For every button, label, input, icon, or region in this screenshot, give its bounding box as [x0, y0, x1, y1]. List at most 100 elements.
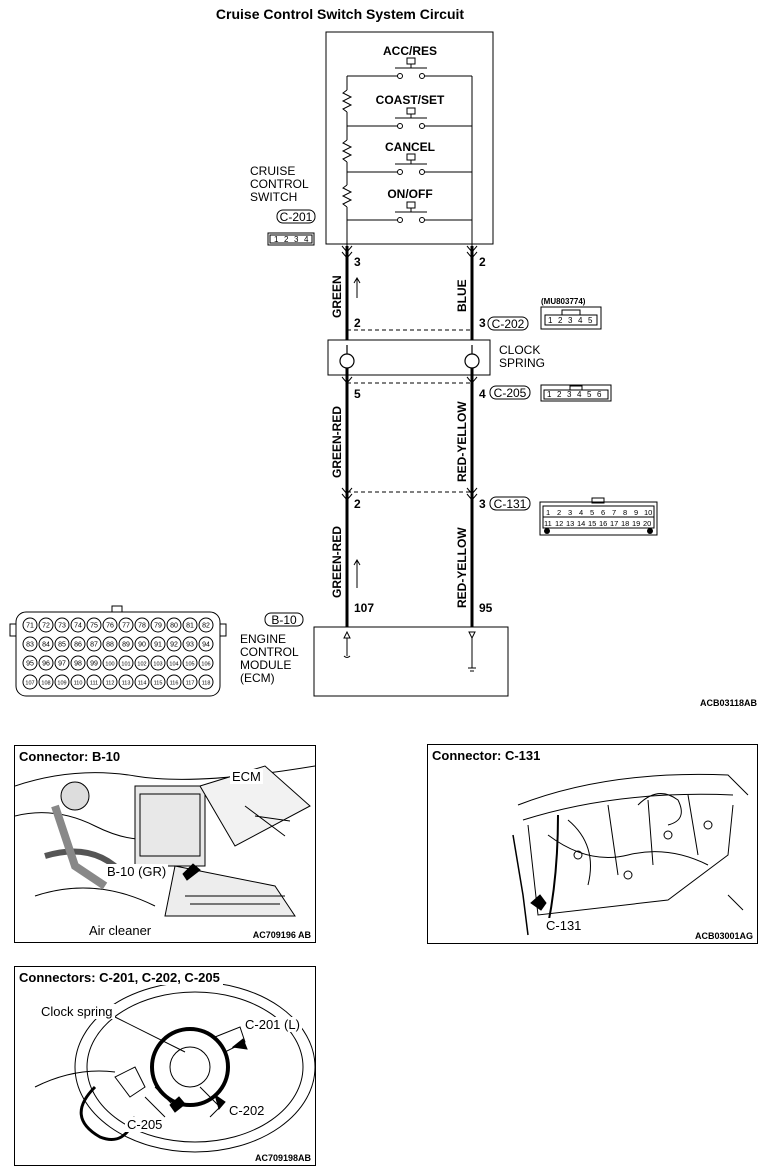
svg-text:2: 2 — [557, 508, 561, 517]
ecm-pin — [166, 674, 182, 690]
pin-ecm-left: 107 — [354, 601, 374, 615]
ecm-pin — [150, 636, 166, 652]
ecm-pin — [22, 674, 38, 690]
callout-b10-gr: B-10 (GR) — [105, 864, 169, 879]
ecm-pin-label: 105 — [185, 662, 194, 668]
ecm-pin — [182, 636, 198, 652]
ecm-internal-symbols — [343, 630, 476, 672]
ecm-pin-label: 110 — [74, 681, 83, 687]
c205-tag-label: C-205 — [494, 386, 527, 400]
ecm-pin — [70, 674, 86, 690]
ecm-pin — [86, 636, 102, 652]
ecm-pin-label: 81 — [186, 623, 194, 630]
panel-connector-b10: Connector: B-10 ECM B-10 (GR) Air cleane… — [14, 745, 316, 943]
svg-text:4: 4 — [304, 235, 309, 244]
ecm-pin-label: 99 — [90, 661, 98, 668]
c131-connector-face: 1 2 3 4 5 6 7 8 9 10 11 12 13 14 15 16 1… — [539, 497, 658, 536]
ecm-pin-label: 94 — [202, 642, 210, 649]
svg-text:1: 1 — [547, 390, 552, 399]
ecm-pin-label: 100 — [105, 662, 114, 668]
ecm-pin — [38, 674, 54, 690]
c202-tag-label: C-202 — [492, 317, 525, 331]
ecm-pin — [38, 655, 54, 671]
connector-chevrons — [341, 245, 478, 501]
ecm-pin — [38, 636, 54, 652]
c202-part-number: (MU803774) — [541, 297, 586, 306]
callout-c131: C-131 — [544, 918, 584, 933]
ecm-pin-label: 90 — [138, 642, 146, 649]
steering-wheel-illustration — [34, 981, 315, 1153]
ecm-pin — [102, 655, 118, 671]
svg-text:11: 11 — [544, 519, 552, 528]
ecm-pin — [70, 655, 86, 671]
ecm-pin-label: 101 — [121, 662, 130, 668]
ecm-pin-label: 78 — [138, 623, 146, 630]
svg-text:13: 13 — [566, 519, 574, 528]
ecm-pin — [166, 655, 182, 671]
wire-blue-label: BLUE — [455, 279, 469, 312]
svg-text:4: 4 — [578, 316, 583, 325]
switch-contacts — [395, 57, 427, 223]
ecm-pin — [86, 617, 102, 633]
ecm-pin-label: 98 — [74, 661, 82, 668]
ecm-pin-label: 84 — [42, 642, 50, 649]
callout-c201-l: C-201 (L) — [243, 1017, 302, 1032]
svg-text:10: 10 — [644, 508, 652, 517]
ecm-pin — [86, 655, 102, 671]
ecm-pin-label: 88 — [106, 642, 114, 649]
pin-c205-left: 5 — [354, 387, 361, 401]
diagram-title: Cruise Control Switch System Circuit — [215, 6, 465, 22]
c201-tag-label: C-201 — [280, 210, 313, 224]
switch-label-2: CONTROL — [250, 177, 309, 191]
ecm-pin — [118, 655, 134, 671]
ecm-pin — [198, 636, 214, 652]
svg-text:6: 6 — [601, 508, 605, 517]
panel-b10-title: Connector: B-10 — [19, 749, 124, 764]
ecm-pin-label: 109 — [57, 681, 66, 687]
wire-red-yellow-label-1: RED-YELLOW — [455, 401, 469, 482]
ecm-pin-label: 87 — [90, 642, 98, 649]
svg-text:4: 4 — [577, 390, 582, 399]
ecm-pin-label: 111 — [90, 681, 98, 687]
ecm-pin — [118, 617, 134, 633]
wire-red-yellow-label-2: RED-YELLOW — [455, 527, 469, 608]
ecm-pin — [166, 617, 182, 633]
ecm-pin-label: 83 — [26, 642, 34, 649]
ecm-pin-label: 74 — [74, 623, 82, 630]
wire-green-label: GREEN — [330, 275, 344, 318]
svg-text:2: 2 — [558, 316, 563, 325]
svg-text:5: 5 — [587, 390, 592, 399]
ecm-label-1: ENGINE — [240, 632, 286, 646]
c201-tag — [276, 209, 316, 224]
panel-b10-code: AC709196 AB — [250, 930, 311, 940]
ecm-pin — [118, 674, 134, 690]
ecm-pin-label: 118 — [202, 681, 211, 687]
svg-text:3: 3 — [294, 235, 299, 244]
button-cancel: CANCEL — [385, 140, 435, 154]
diagram-code: ACB03118AB — [700, 698, 758, 708]
ecm-pin — [182, 655, 198, 671]
pin-c202-right: 3 — [479, 316, 486, 330]
ecm-pin — [150, 617, 166, 633]
svg-text:2: 2 — [284, 235, 289, 244]
ecm-pin — [54, 655, 70, 671]
ecm-pin — [86, 674, 102, 690]
ecm-pin — [118, 636, 134, 652]
ecm-label-4: (ECM) — [240, 671, 275, 685]
ecm-pin-label: 117 — [186, 681, 195, 687]
ecm-pin — [134, 617, 150, 633]
svg-text:3: 3 — [568, 508, 572, 517]
c205-connector-face: 1 2 3 4 5 6 — [540, 384, 612, 402]
svg-text:5: 5 — [590, 508, 594, 517]
b10-tag-label: B-10 — [271, 613, 297, 627]
ecm-pin-label: 115 — [154, 681, 163, 687]
ecm-pin — [182, 617, 198, 633]
clock-spring-box — [327, 339, 491, 376]
panel-c131-title: Connector: C-131 — [432, 748, 544, 763]
switch-label-3: SWITCH — [250, 190, 297, 204]
c201-connector-face: 1 2 3 4 — [267, 232, 315, 246]
ecm-pin — [198, 617, 214, 633]
current-arrow-upper — [353, 277, 361, 298]
clock-spring-label-2: SPRING — [499, 356, 545, 370]
svg-text:16: 16 — [599, 519, 607, 528]
